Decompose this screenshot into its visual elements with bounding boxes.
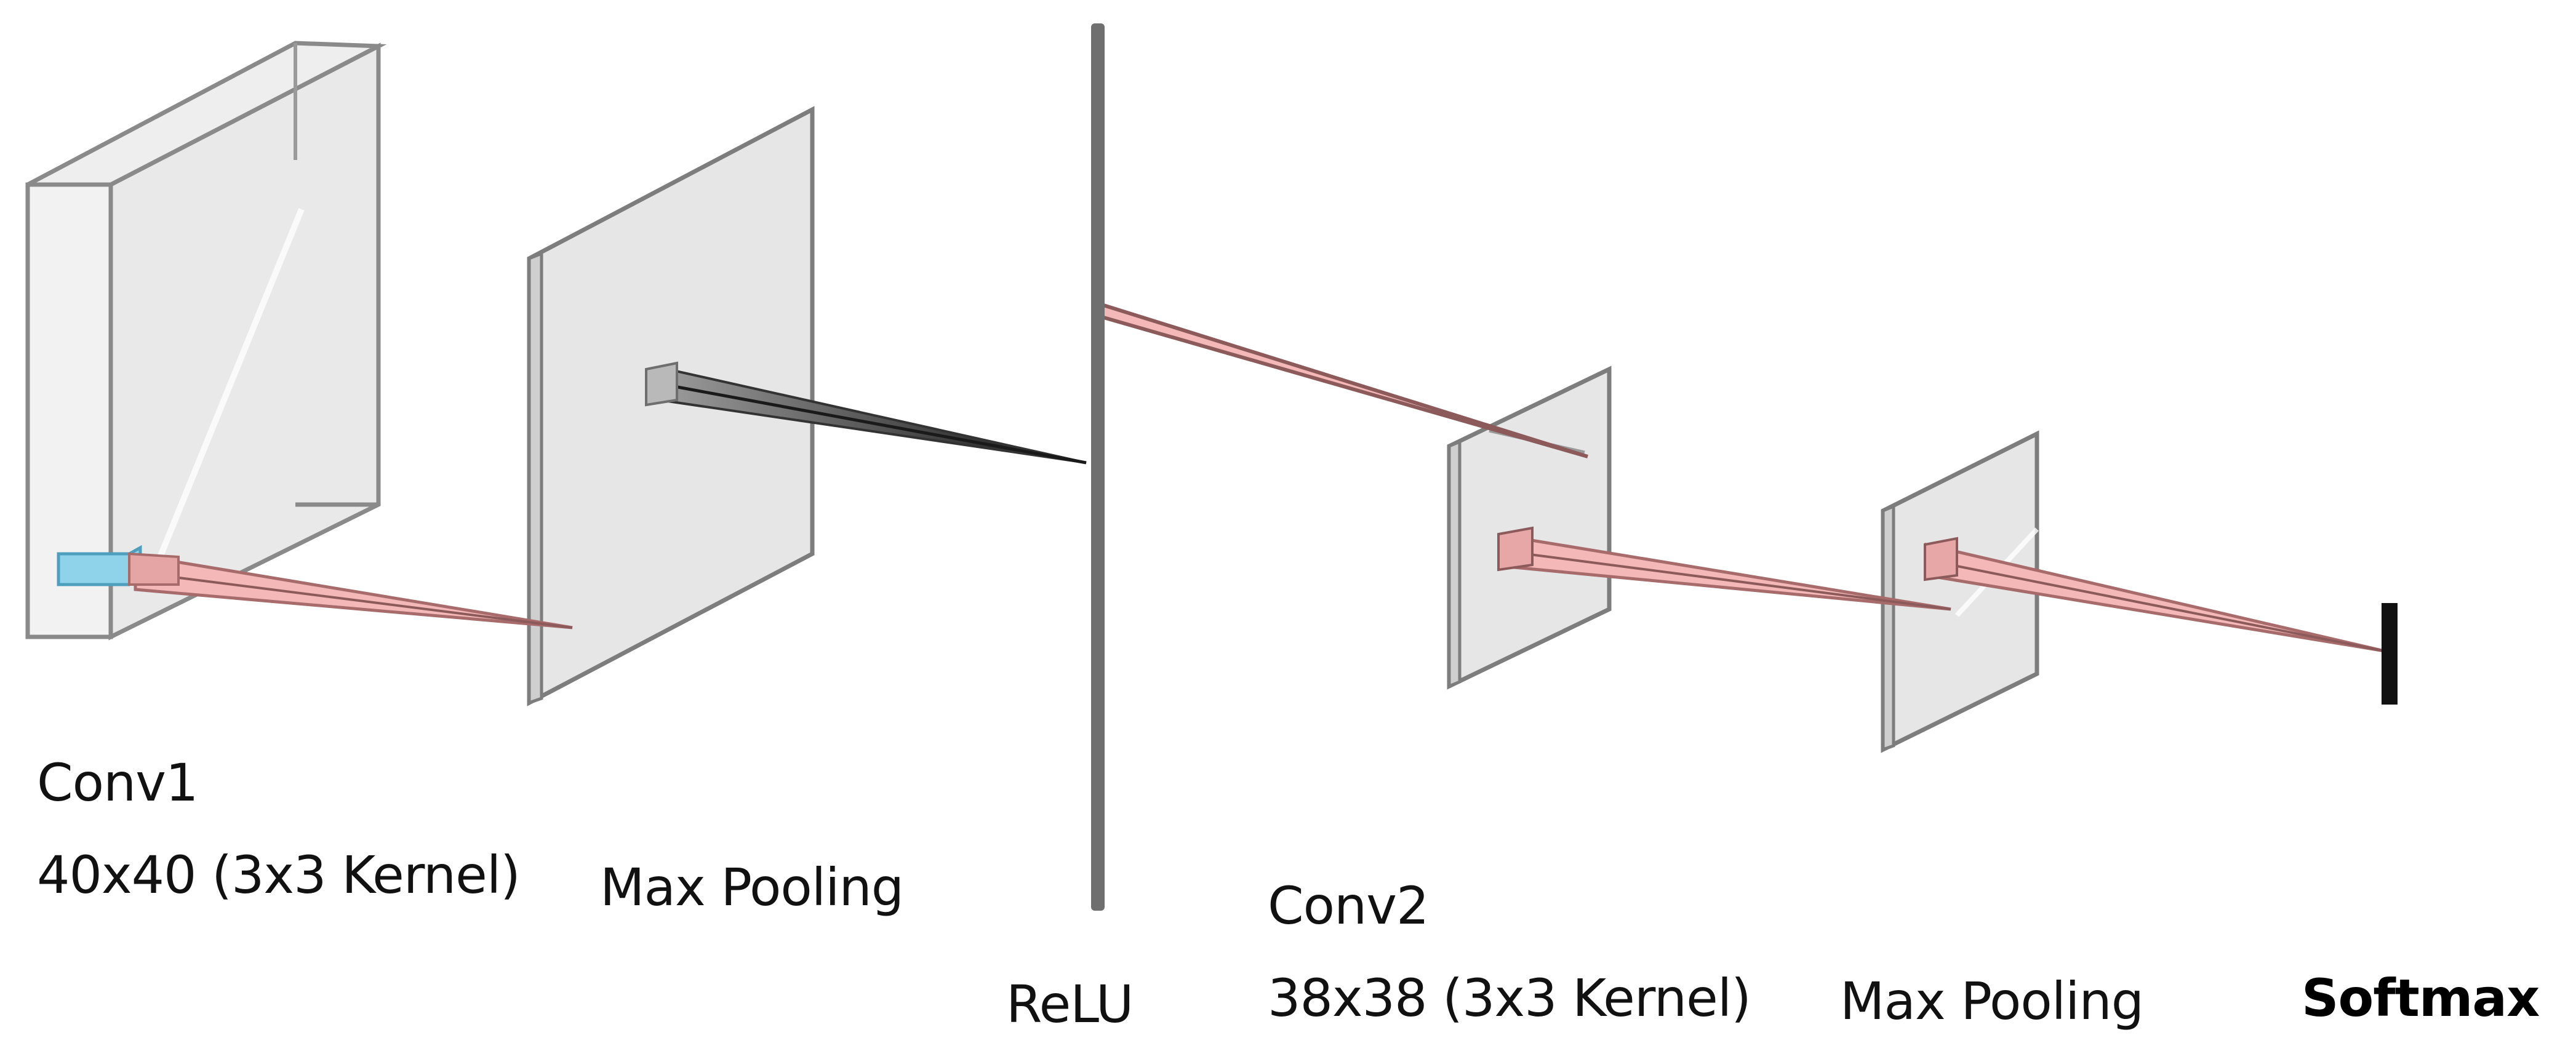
conv1-detail-label: 40x40 (3x3 Kernel) — [37, 845, 521, 905]
pool1-kernel-patch — [645, 361, 678, 407]
kernel-cone-conv1-to-pool1 — [134, 553, 573, 629]
relu-label: ReLU — [1006, 974, 1134, 1034]
conv2-kernel-patch — [1497, 526, 1534, 572]
softmax-bar — [2382, 603, 2398, 705]
conv2-detail-label: 38x38 (3x3 Kernel) — [1268, 968, 1751, 1028]
relu-bar — [1091, 23, 1105, 911]
maxpool2-label: Max Pooling — [1840, 971, 2144, 1031]
conv1-kernel-patch — [57, 545, 180, 586]
maxpool1-label: Max Pooling — [600, 857, 904, 917]
pool2-kernel-patch — [1924, 537, 1958, 581]
softmax-label: Softmax — [2302, 968, 2540, 1028]
kernel-cone-relu-to-conv2 — [1100, 302, 1588, 458]
conv2-name-label: Conv2 — [1268, 876, 1429, 936]
conv1-name-label: Conv1 — [37, 753, 198, 813]
maxpool2-slab — [1881, 430, 2039, 753]
conv1-block — [25, 41, 387, 641]
maxpool1-slab — [527, 106, 815, 706]
